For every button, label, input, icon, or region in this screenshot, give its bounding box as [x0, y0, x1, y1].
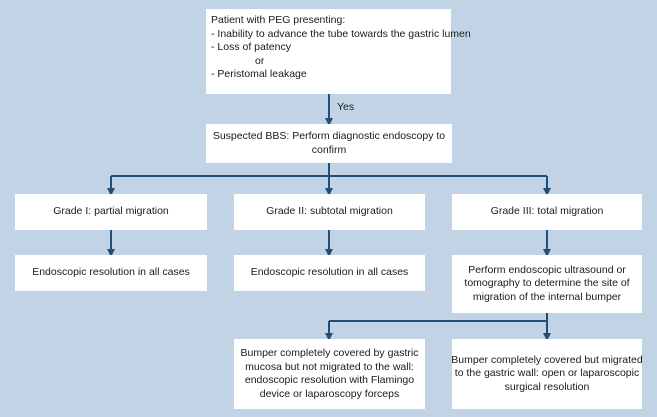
final-2-line-3: surgical resolution [504, 380, 590, 393]
yes-label: Yes [337, 101, 355, 113]
grade-3-outcome-line-2: tomography to determine the site of [464, 277, 630, 290]
final-1-line-3: endoscopic resolution with Flamingo [244, 374, 415, 386]
final-1-line-4: device or laparoscopy forceps [259, 387, 400, 400]
grade-1-outcome: Endoscopic resolution in all cases [32, 266, 190, 279]
start-line-1: Patient with PEG presenting: [211, 14, 346, 26]
final-2-box: Bumper completely covered but migrated t… [451, 339, 643, 409]
start-line-5: - Peristomal leakage [211, 68, 307, 80]
grade-3-box: Grade III: total migration [452, 194, 642, 230]
final-1-box: Bumper completely covered by gastric muc… [234, 339, 425, 409]
start-line-3: - Loss of patency [211, 41, 291, 53]
grade-3-label: Grade III: total migration [490, 205, 604, 218]
grade-1-label: Grade I: partial migration [53, 205, 169, 218]
suspected-box: Suspected BBS: Perform diagnostic endosc… [206, 124, 452, 163]
grade-3-outcome-line-3: migration of the internal bumper [472, 290, 622, 303]
start-box: Patient with PEG presenting: - Inability… [206, 9, 471, 94]
grade-3-outcome-line-1: Perform endoscopic ultrasound or [468, 263, 626, 276]
grade-3-outcome-box: Perform endoscopic ultrasound or tomogra… [452, 255, 642, 313]
final-2-line-2: to the gastric wall: open or laparoscopi… [454, 367, 640, 380]
grade-2-label: Grade II: subtotal migration [266, 205, 393, 218]
grade-2-outcome-box: Endoscopic resolution in all cases [234, 255, 425, 291]
start-line-4: or [255, 54, 265, 67]
suspected-line-2: confirm [311, 143, 347, 156]
final-1-line-2: mucosa but not migrated to the wall: [245, 360, 414, 373]
suspected-line-1: Suspected BBS: Perform diagnostic endosc… [212, 130, 446, 142]
final-2-line-1: Bumper completely covered but migrated [451, 353, 643, 366]
grade-2-box: Grade II: subtotal migration [234, 194, 425, 230]
grade-2-outcome: Endoscopic resolution in all cases [250, 266, 409, 279]
start-line-2: - Inability to advance the tube towards … [211, 27, 471, 40]
grade-1-outcome-box: Endoscopic resolution in all cases [15, 255, 207, 291]
final-1-line-1: Bumper completely covered by gastric [240, 347, 419, 359]
grade-1-box: Grade I: partial migration [15, 194, 207, 230]
